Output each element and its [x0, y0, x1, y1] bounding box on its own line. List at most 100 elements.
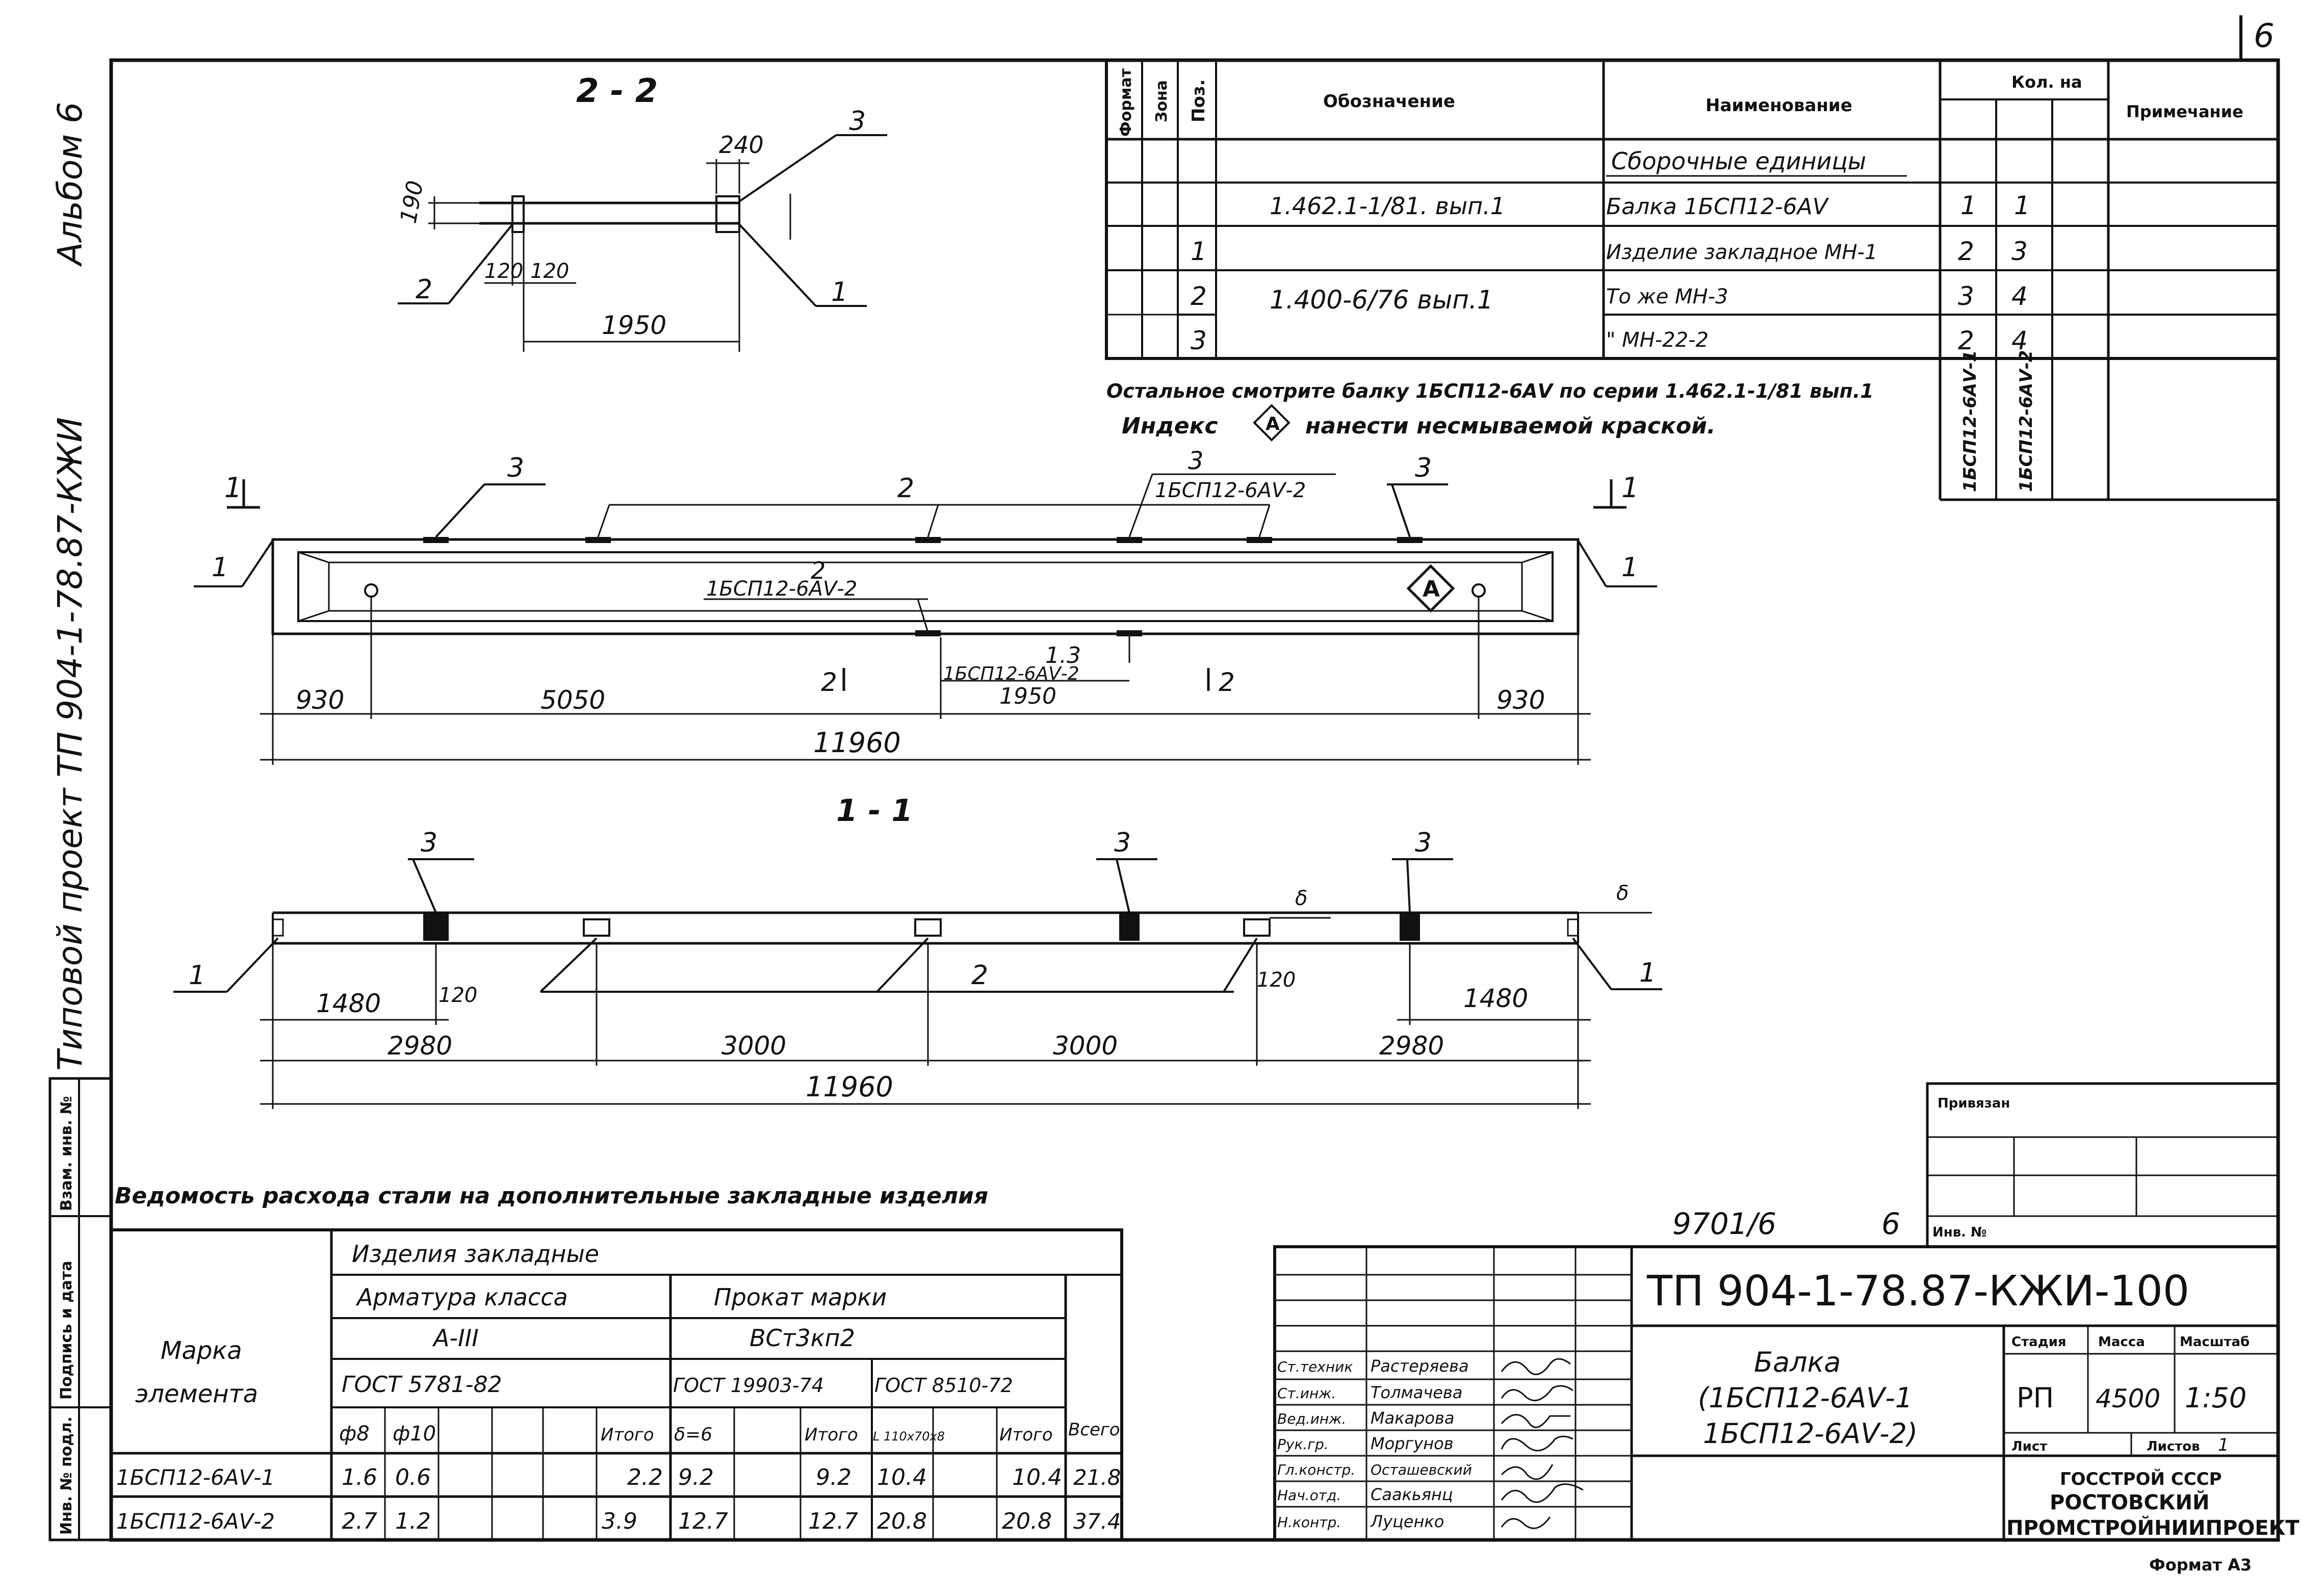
cut-mark-1-right: 1 — [1621, 472, 1639, 504]
steel-arm-gost: ГОСТ 5781-82 — [342, 1372, 502, 1398]
spec-row4-pos: 2 — [1191, 281, 1207, 311]
callout-main-3-mid: 3 — [1188, 447, 1204, 475]
steel-arm-grade: А-III — [432, 1324, 479, 1352]
callout-22-3: 3 — [849, 106, 866, 137]
side-stamp: Альбом 6 Типовой проект ТП 904-1-78.87-К… — [48, 102, 113, 1541]
small-mark-b: δ — [1616, 882, 1629, 905]
spec-row3-designation: 1.400-6/76 вып.1 — [1270, 285, 1493, 315]
signature-7 — [1501, 1516, 1551, 1529]
beam-outline — [271, 538, 1580, 635]
steel-sub-0: ф8 — [339, 1422, 370, 1446]
callout-main-13: 1.3 — [1045, 642, 1081, 668]
signature-2 — [1501, 1385, 1573, 1401]
steel-row2-v10: 20.8 — [1002, 1508, 1052, 1534]
org-line-2: РОСТОВСКИЙ — [2050, 1490, 2209, 1514]
side-stamp-cell-2: Подпись и дата — [58, 1261, 75, 1400]
steel-row1-mark: 1БСП12-6АⅤ-1 — [116, 1465, 275, 1490]
steel-total-header: Всего — [1068, 1420, 1120, 1440]
steel-gost-a: ГОСТ 19903-74 — [673, 1374, 824, 1397]
callout-11-2: 2 — [971, 960, 988, 991]
dim-22-190: 190 — [396, 178, 429, 225]
callout-11-3b: 3 — [1114, 828, 1131, 858]
beam-stub-left — [511, 195, 525, 233]
callout-11-3c: 3 — [1415, 828, 1432, 858]
staff-role-7: Н.контр. — [1277, 1514, 1341, 1531]
steel-sub-5: δ=6 — [674, 1424, 712, 1445]
spec-row4-name: То же МН-3 — [1606, 285, 1728, 308]
steel-row2-v4: 3.9 — [602, 1508, 637, 1534]
callout-22-1: 1 — [831, 277, 848, 307]
label-bottom: 1БСП12-6АⅤ-2 — [943, 663, 1079, 684]
signature-5 — [1501, 1464, 1554, 1480]
spec-header-zone: Зона — [1153, 80, 1171, 122]
steel-sub-1: ф10 — [393, 1422, 436, 1446]
spec-row1-name: Сборочные единицы — [1611, 147, 1866, 175]
spec-row3-q1: 2 — [1958, 237, 1974, 266]
mass-label: Масса — [2098, 1334, 2145, 1350]
section-1-1-title: 1 - 1 — [836, 793, 913, 829]
steel-row2-v1: 1.2 — [395, 1508, 431, 1534]
steel-gost-b: ГОСТ 8510-72 — [874, 1374, 1013, 1397]
spec-header-note: Примечание — [2126, 102, 2243, 121]
callout-main-1-right: 1 — [1621, 552, 1638, 583]
index-diamond — [1406, 564, 1455, 613]
label-top: 1БСП12-6АⅤ-2 — [1155, 479, 1306, 502]
steel-row2-v0: 2.7 — [342, 1508, 377, 1534]
steel-mark-header-1: Марка — [161, 1336, 242, 1365]
drawing-name-3: 1БСП12-6АⅤ-2) — [1703, 1418, 1918, 1450]
steel-mark-header-2: элемента — [135, 1380, 258, 1408]
note-1: Остальное смотрите балку 1БСП12-6АⅤ по с… — [1106, 380, 1874, 402]
dim-11-11960: 11960 — [806, 1071, 893, 1103]
steel-row2-v8: 20.8 — [877, 1508, 927, 1534]
stage-label: Стадия — [2011, 1334, 2067, 1350]
cut-mark-2-left: 2 — [821, 667, 837, 697]
staff-role-5: Гл.констр. — [1277, 1461, 1355, 1478]
drawing-code: ТП 904-1-78.87-КЖИ-100 — [1646, 1267, 2189, 1316]
beam-recess-inner — [328, 561, 1523, 612]
callout-11-3a: 3 — [421, 828, 437, 858]
dim-11-2980-left: 2980 — [388, 1031, 452, 1061]
mass-value: 4500 — [2096, 1384, 2160, 1413]
spec-header-pos: Поз. — [1189, 80, 1209, 123]
archive-sheet: 6 — [1881, 1206, 1900, 1241]
dim-22-240: 240 — [719, 131, 764, 159]
spec-row5-name: " МН-22-2 — [1606, 328, 1709, 352]
steel-group-header: Изделия закладные — [352, 1240, 599, 1268]
note-index-mark: А — [1266, 414, 1280, 434]
staff-role-2: Ст.инж. — [1277, 1385, 1336, 1402]
scale-label: Масштаб — [2180, 1334, 2250, 1350]
spec-header-name: Наименование — [1706, 95, 1852, 116]
steel-rolled-grade: ВСт3кп2 — [750, 1324, 855, 1352]
inv-label: Инв. № — [1932, 1225, 1986, 1240]
note-2-rest: нанести несмываемой краской. — [1305, 413, 1716, 439]
steel-row1-v8: 10.4 — [877, 1464, 927, 1490]
staff-role-3: Вед.инж. — [1277, 1410, 1346, 1427]
stage-value: РП — [2017, 1382, 2054, 1414]
plate-11-b — [1119, 913, 1140, 941]
sheet-label: Лист — [2011, 1439, 2047, 1454]
spec-kol-col-1: 1БСП12-6АⅤ-1 — [1960, 350, 1980, 492]
staff-role-1: Ст.техник — [1277, 1358, 1353, 1375]
callout-main-2-top: 2 — [897, 473, 914, 504]
spec-row2-name: Балка 1БСП12-6АⅤ — [1606, 194, 1829, 220]
sheets-value: 1 — [2218, 1435, 2229, 1455]
steel-row2-v7: 12.7 — [808, 1508, 858, 1534]
scale-value: 1:50 — [2185, 1382, 2246, 1414]
dim-main-11960: 11960 — [813, 727, 901, 759]
dim-11-2980-right: 2980 — [1379, 1031, 1444, 1061]
spec-row2-q1: 1 — [1960, 191, 1977, 220]
spec-row4-q1: 3 — [1958, 281, 1974, 311]
spec-kol-col-2: 1БСП12-6АⅤ-2 — [2016, 350, 2036, 492]
dim-22-120b: 120 — [530, 260, 569, 283]
index-mark: А — [1423, 576, 1440, 602]
steel-sub-4: Итого — [601, 1425, 654, 1445]
side-stamp-cell-1: Взам. инв. № — [58, 1096, 75, 1211]
signature-4 — [1501, 1435, 1573, 1452]
steel-row2-mark: 1БСП12-6АⅤ-2 — [116, 1509, 275, 1534]
spec-row3-name: Изделие закладное МН-1 — [1606, 241, 1877, 264]
lifting-hole-left — [364, 583, 378, 598]
signature-3 — [1501, 1414, 1570, 1428]
spec-row5-q2: 4 — [2011, 326, 2028, 355]
cut-mark-2-right: 2 — [1219, 667, 1235, 697]
